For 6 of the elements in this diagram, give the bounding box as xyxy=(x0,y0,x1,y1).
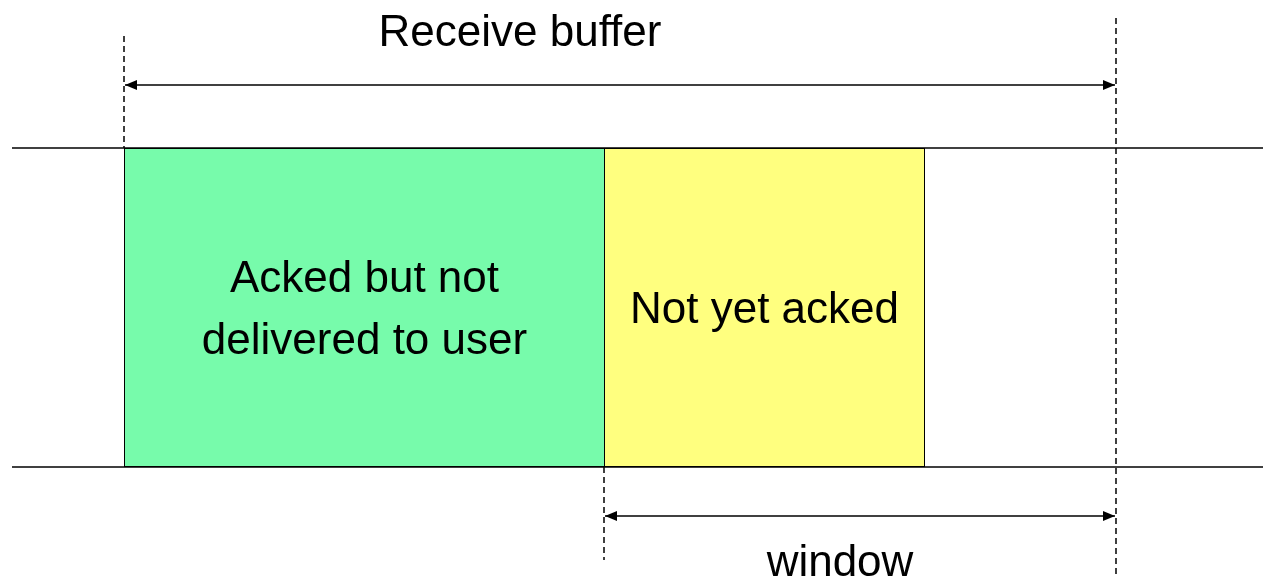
dimension-label: window xyxy=(766,536,914,586)
segment-label: Acked but not delivered to user xyxy=(200,250,529,365)
dimension-label: Receive buffer xyxy=(378,6,662,56)
buffer-segment xyxy=(604,148,925,467)
buffer-segment xyxy=(124,148,605,467)
segment-label: Not yet acked xyxy=(629,281,900,334)
